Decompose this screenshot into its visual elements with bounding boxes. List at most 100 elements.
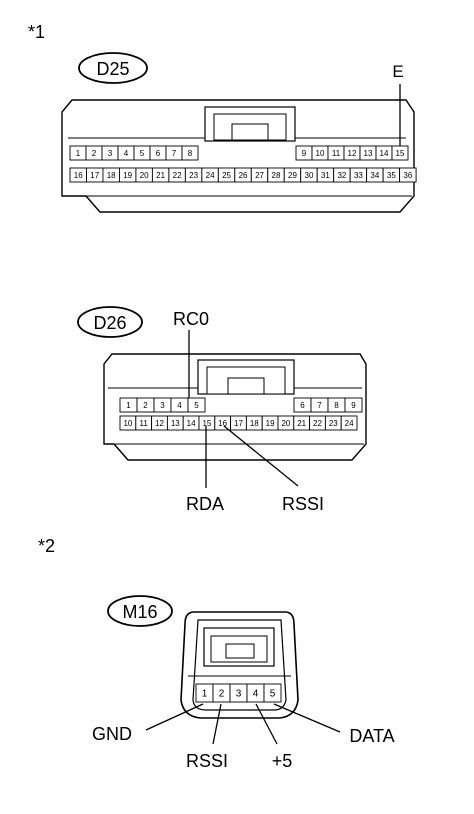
pin-number: 7 bbox=[317, 401, 322, 410]
pin-number: 30 bbox=[305, 171, 314, 180]
pin-number: 1 bbox=[202, 689, 208, 700]
pin-number: 15 bbox=[396, 149, 405, 158]
pin-number: 25 bbox=[222, 171, 231, 180]
pin-number: 5 bbox=[270, 689, 276, 700]
pin-number: 11 bbox=[332, 149, 341, 158]
pin-cell bbox=[340, 415, 358, 431]
connector-id-label: M16 bbox=[122, 602, 157, 622]
pin-number: 28 bbox=[272, 171, 281, 180]
pin-number: 8 bbox=[188, 149, 193, 158]
pin-number: 2 bbox=[219, 689, 225, 700]
callout-line bbox=[212, 703, 222, 745]
pin-number: 15 bbox=[202, 419, 211, 428]
pin-number: 3 bbox=[160, 401, 165, 410]
pin-number: 9 bbox=[302, 149, 307, 158]
pin-number: 2 bbox=[92, 149, 97, 158]
pin-number: 13 bbox=[171, 419, 180, 428]
pin-number: 3 bbox=[236, 689, 242, 700]
pin-cell bbox=[344, 397, 363, 413]
callout-label: RSSI bbox=[186, 751, 228, 771]
pin-number: 2 bbox=[143, 401, 148, 410]
pin-number: 11 bbox=[140, 419, 149, 428]
connector-id-oval bbox=[77, 306, 143, 338]
callout-label: +5 bbox=[272, 751, 293, 771]
pin-number: 24 bbox=[206, 171, 215, 180]
callout-label: DATA bbox=[349, 726, 394, 746]
callout-label: GND bbox=[92, 724, 132, 744]
pin-number: 7 bbox=[172, 149, 177, 158]
pin-cell bbox=[399, 167, 417, 183]
pin-number: 23 bbox=[189, 171, 198, 180]
pin-number: 22 bbox=[313, 419, 322, 428]
pin-number: 13 bbox=[364, 149, 373, 158]
pin-number: 16 bbox=[74, 171, 83, 180]
pin-number: 8 bbox=[334, 401, 339, 410]
connector-id-oval bbox=[107, 595, 173, 627]
pin-number: 17 bbox=[90, 171, 99, 180]
pin-number: 31 bbox=[321, 171, 330, 180]
connector-id-label: D26 bbox=[93, 313, 126, 333]
pin-number: 5 bbox=[194, 401, 199, 410]
pin-number: 1 bbox=[126, 401, 131, 410]
pin-number: 21 bbox=[297, 419, 306, 428]
connector-body-inner bbox=[192, 619, 287, 711]
pin-number: 14 bbox=[187, 419, 196, 428]
pin-number: 29 bbox=[288, 171, 297, 180]
pin-number: 14 bbox=[380, 149, 389, 158]
pin-number: 35 bbox=[387, 171, 396, 180]
pin-number: 4 bbox=[177, 401, 182, 410]
connector-latch-tab bbox=[231, 123, 269, 141]
pin-number: 4 bbox=[253, 689, 259, 700]
connector-latch-tab bbox=[227, 377, 265, 395]
pin-number: 17 bbox=[234, 419, 243, 428]
pin-cell bbox=[187, 397, 206, 413]
pin-number: 19 bbox=[123, 171, 132, 180]
pin-number: 33 bbox=[354, 171, 363, 180]
pin-number: 18 bbox=[107, 171, 116, 180]
pin-number: 27 bbox=[255, 171, 264, 180]
callout-line bbox=[255, 703, 278, 745]
pin-number: 26 bbox=[239, 171, 248, 180]
pin-number: 12 bbox=[155, 419, 164, 428]
connector-body bbox=[61, 99, 415, 213]
connector-id-label: D25 bbox=[96, 59, 129, 79]
pin-number: 10 bbox=[316, 149, 325, 158]
pin-number: 36 bbox=[403, 171, 412, 180]
pin-number: 6 bbox=[156, 149, 161, 158]
callout-line bbox=[145, 703, 204, 731]
pin-number: 20 bbox=[140, 171, 149, 180]
pin-number: 5 bbox=[140, 149, 145, 158]
pin-number: 34 bbox=[370, 171, 379, 180]
pin-number: 18 bbox=[250, 419, 259, 428]
connector-id-oval bbox=[78, 52, 148, 84]
callout-label: E bbox=[392, 62, 403, 81]
callout-label: RSSI bbox=[282, 494, 324, 514]
callout-label: RC0 bbox=[173, 309, 209, 329]
pin-number: 24 bbox=[345, 419, 354, 428]
callout-line bbox=[223, 425, 299, 487]
pin-number: 3 bbox=[108, 149, 113, 158]
pin-number: 32 bbox=[337, 171, 346, 180]
connector-latch-tab bbox=[225, 643, 255, 659]
callout-label: RDA bbox=[186, 494, 224, 514]
note-marker-1: *1 bbox=[28, 22, 46, 42]
pin-number: 9 bbox=[351, 401, 356, 410]
pin-number: 20 bbox=[281, 419, 290, 428]
note-marker-2: *2 bbox=[38, 536, 56, 556]
pin-number: 6 bbox=[300, 401, 305, 410]
connector-body bbox=[103, 353, 367, 461]
pin-number: 1 bbox=[76, 149, 81, 158]
pin-number: 12 bbox=[348, 149, 357, 158]
pin-number: 22 bbox=[173, 171, 182, 180]
pin-number: 23 bbox=[329, 419, 338, 428]
pin-cell bbox=[263, 683, 282, 703]
pin-number: 19 bbox=[266, 419, 275, 428]
pin-number: 10 bbox=[123, 419, 132, 428]
